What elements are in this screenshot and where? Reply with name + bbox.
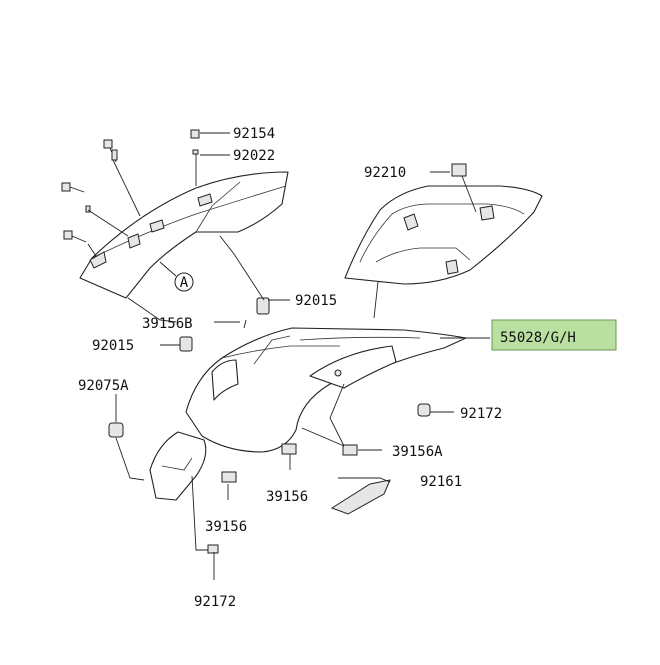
- bolt-icon: [103, 139, 118, 163]
- label-92161: 92161: [420, 474, 462, 490]
- label-92015-top: 92015: [295, 293, 337, 309]
- label-92172-bottom: 92172: [194, 594, 236, 610]
- inner-panel: [344, 163, 543, 285]
- bolt-icon: [63, 230, 87, 243]
- collar-icon: [108, 422, 124, 438]
- pad-icon: [281, 443, 297, 455]
- label-92172-right: 92172: [460, 406, 502, 422]
- label-39156b: 39156B: [142, 316, 193, 332]
- bracket-icon: [330, 479, 391, 515]
- nut-icon: [417, 403, 431, 417]
- callout-a-label: A: [180, 275, 189, 291]
- pad-icon: [221, 471, 237, 483]
- rear-fender: [149, 327, 467, 501]
- highlight-box: [491, 319, 617, 351]
- bolt-icon: [190, 129, 200, 155]
- label-92210: 92210: [364, 165, 406, 181]
- label-39156-mid: 39156: [266, 489, 308, 505]
- bolt-icon: [61, 182, 91, 213]
- label-92022: 92022: [233, 148, 275, 164]
- label-92075a: 92075A: [78, 378, 129, 394]
- label-39156a: 39156A: [392, 444, 443, 460]
- grommet-icon: [179, 336, 193, 352]
- pad-icon: [342, 444, 358, 456]
- callout-a: A: [159, 261, 194, 292]
- label-55028: 55028/G/H: [500, 330, 576, 346]
- label-92154: 92154: [233, 126, 275, 142]
- upper-cowl: [79, 171, 289, 299]
- label-39156-low: 39156: [205, 519, 247, 535]
- label-92015-left: 92015: [92, 338, 134, 354]
- screw-icon: [207, 544, 219, 554]
- grommet-icon: [256, 297, 270, 315]
